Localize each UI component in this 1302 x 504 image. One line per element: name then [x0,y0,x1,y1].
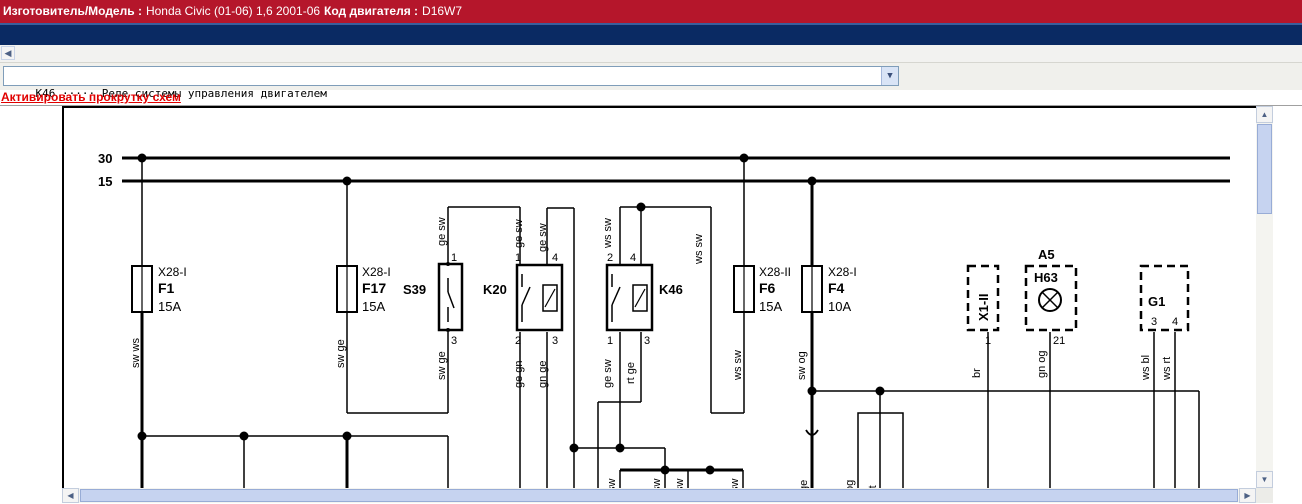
lamp-group-name: A5 [1038,247,1055,262]
chevron-right-icon[interactable]: ▶ [1239,488,1256,503]
title-bar: Изготовитель/Модель :Honda Civic (01-06)… [0,0,1302,23]
wire-label-f17: sw ge [335,339,347,368]
chevron-down-icon[interactable]: ▼ [1256,471,1273,488]
wire-label-lamp: gn og [1036,350,1048,378]
s39-pin-bottom: 3 [451,335,457,347]
lamp-pin: 21 [1053,335,1065,347]
k20-pin-2: 2 [515,335,521,347]
relay-k20-name: K20 [483,282,507,297]
vertical-scrollbar[interactable]: ▲ ▼ [1256,106,1273,488]
horizontal-scroll-thumb[interactable] [80,489,1238,502]
horizontal-scrollbar[interactable]: ◀ ▶ [62,488,1256,503]
wire-label-f4: sw og [796,351,808,380]
maker-label: Изготовитель/Модель : [3,4,142,18]
wire-label-g1-1: ws bl [1140,355,1152,381]
fuse-f6-connector: X28-II [759,265,791,279]
schematic-select[interactable]: K46 ····· Реле системы управления двигат… [3,66,899,100]
vertical-scroll-thumb[interactable] [1257,124,1272,214]
wire-label-k46-top-1: ws sw [602,218,614,249]
switch-s39-name: S39 [403,282,426,297]
wiring-diagram[interactable]: 30 15 X28-I F1 15A X28-I F17 15A X28-II … [62,106,1256,488]
wire-label-bottom-7: rt [867,485,879,488]
fuse-f17-name: F17 [362,280,386,296]
fuse-f4-connector: X28-I [828,265,857,279]
wire-label-bottom-1: sw [606,479,618,489]
chevron-left-icon[interactable]: ◀ [62,488,79,503]
engine-value: D16W7 [422,4,463,18]
k20-pin-4: 4 [552,252,558,264]
fuse-f1-connector: X28-I [158,265,187,279]
nav-band [0,23,1302,45]
wire-label-s39-bottom: sw ge [436,351,448,380]
wire-label-x1: br [971,368,983,378]
wiring-diagram-svg: 30 15 X28-I F1 15A X28-I F17 15A X28-II … [98,151,1230,489]
wire-label-bottom-3: sw [674,479,686,489]
fuse-f6-name: F6 [759,280,776,296]
x1-pin: 1 [985,335,991,347]
top-scrollbar[interactable]: ◀ [0,45,1302,63]
wire-label-bottom-4: sw [729,479,741,489]
wire-label-f6: ws sw [732,350,744,381]
module-g1-name: G1 [1148,294,1165,309]
fuse-f17-connector: X28-I [362,265,391,279]
wire-label-k46-bottom-1: ge sw [602,359,614,388]
s39-pin-top: 1 [451,252,457,264]
rail-15-label: 15 [98,174,112,189]
k46-pin-2: 2 [607,252,613,264]
wire-label-bottom-2: sw [651,479,663,489]
wire-label-f1: sw ws [130,338,142,368]
relay-k46-name: K46 [659,282,683,297]
fuse-f4-name: F4 [828,280,845,296]
k46-pin-3: 3 [644,335,650,347]
connector-x1-name: X1-II [976,294,991,321]
wire-label-k46-top-2: ws sw [693,234,705,265]
fuse-f6-rating: 15A [759,299,782,314]
scrollbar-corner [1256,488,1273,503]
chevron-left-icon[interactable]: ◀ [1,46,15,60]
rail-30-label: 30 [98,151,112,166]
wire-label-k20-top-1: ge sw [513,219,525,248]
g1-pin-3: 3 [1151,316,1157,328]
wire-label-k20-top-2: ge sw [537,223,549,252]
fuse-f1-name: F1 [158,280,175,296]
wire-label-bottom-6: og [844,480,856,488]
maker-value: Honda Civic (01-06) 1,6 2001-06 [145,4,321,18]
fuse-f4-rating: 10A [828,299,851,314]
wire-label-k20-bottom-1: ge gn [513,360,525,388]
chevron-up-icon[interactable]: ▲ [1256,106,1273,123]
schematic-select-value: K46 ····· Реле системы управления двигат… [35,87,327,100]
chevron-down-icon[interactable]: ▼ [881,67,898,85]
lamp-h63-name: H63 [1034,270,1058,285]
g1-pin-4: 4 [1172,316,1178,328]
wire-label-k46-bottom-2: rt ge [625,362,637,384]
wire-label-bottom-5: ge [798,480,810,488]
wire-label-s39-top: ge sw [436,217,448,246]
schematic-select-row: K46 ····· Реле системы управления двигат… [0,63,1302,100]
wire-label-g1-2: ws rt [1161,357,1173,381]
k20-pin-1: 1 [515,252,521,264]
wire-label-k20-bottom-2: gn ge [537,360,549,388]
k20-pin-3: 3 [552,335,558,347]
fuse-f1-rating: 15A [158,299,181,314]
fuse-f17-rating: 15A [362,299,385,314]
k46-pin-4: 4 [630,252,636,264]
activate-scroll-link[interactable]: Активировать прокрутку схем [1,90,181,104]
engine-label: Код двигателя : [324,4,419,18]
k46-pin-1: 1 [607,335,613,347]
